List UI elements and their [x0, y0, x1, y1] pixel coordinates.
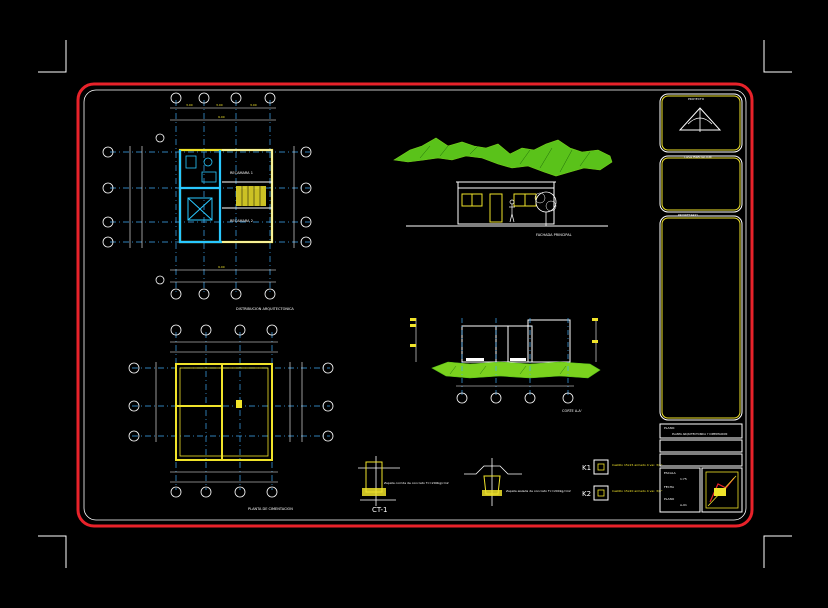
svg-text:K2: K2: [582, 490, 591, 498]
crop-marks: [38, 40, 792, 568]
svg-text:3.00: 3.00: [186, 103, 193, 107]
firm-logo: [705, 471, 739, 509]
section-view: CORTE A-A': [410, 318, 601, 413]
column-k2: K2 Castillo 15x20 armado 4 var. 3/8": [582, 485, 663, 501]
date-label: FECHA: [664, 485, 675, 489]
room-label-2: RECAMARA 2: [230, 219, 253, 223]
detail-label-ct1: CT-1: [372, 506, 388, 514]
scale-label: ESCALA: [664, 471, 677, 475]
svg-text:Castillo 15x20 armado 4 var. 3: Castillo 15x20 armado 4 var. 3/8": [612, 489, 663, 493]
sheet-label: PLANO: [664, 497, 675, 501]
tree: [534, 191, 557, 226]
floor-plan-title: DISTRIBUCION ARQUITECTONICA: [236, 307, 294, 311]
title-block: PROYECTO CASA HABITACION PROPIETARIO PLA…: [659, 93, 743, 513]
front-elevation: FACHADA PRINCIPAL: [393, 137, 613, 237]
column-k1: K1 Castillo 15x15 armado 4 var. 3/8": [582, 459, 663, 475]
project-label: PLANO:: [664, 426, 675, 430]
background-hills: [393, 137, 613, 177]
room-label-1: RECAMARA 1: [230, 171, 253, 175]
foundation-plan: PLANTA DE CIMENTACION: [128, 324, 334, 511]
sheet-value: A-01: [680, 503, 687, 507]
foundation-plan-title: PLANTA DE CIMENTACION: [248, 507, 293, 511]
scale-value: 1:75: [680, 477, 687, 481]
svg-text:K1: K1: [582, 464, 591, 472]
emblem-logo: [678, 107, 722, 132]
title-block-header: PROYECTO: [688, 97, 705, 101]
svg-text:9.00: 9.00: [218, 115, 225, 119]
svg-text:3.00: 3.00: [216, 103, 223, 107]
elevation-title: FACHADA PRINCIPAL: [536, 233, 572, 237]
floor-plan: 3.00 3.00 3.00 9.00 9.00: [102, 92, 312, 311]
footing-details: CT-1 Zapata corrida de concreto f'c=200k…: [358, 456, 663, 514]
project-name: PLANTA ARQUITECTONICA Y CIMENTACION: [672, 432, 727, 436]
sheet-border: [76, 82, 754, 528]
section-title: CORTE A-A': [562, 409, 582, 413]
terrain: [431, 361, 601, 379]
svg-text:9.00: 9.00: [218, 265, 225, 269]
detail-note-1: Zapata corrida de concreto f'c=200kg/cm2: [384, 481, 449, 485]
owner-label: PROPIETARIO: [678, 213, 698, 217]
svg-text:3.00: 3.00: [250, 103, 257, 107]
detail-note-2: Zapata aislada de concreto f'c=200kg/cm2: [506, 489, 571, 493]
title-block-subheader: CASA HABITACION: [684, 155, 712, 159]
svg-text:Castillo 15x15 armado 4 var. 3: Castillo 15x15 armado 4 var. 3/8": [612, 463, 663, 467]
